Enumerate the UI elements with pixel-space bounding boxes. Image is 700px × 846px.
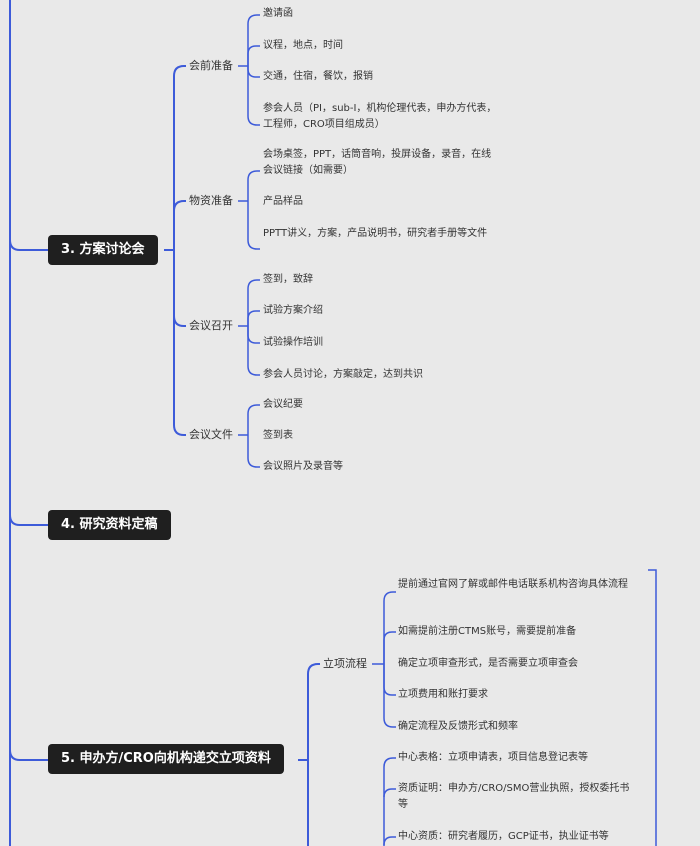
leaf-item[interactable]: 会议照片及录音等: [263, 461, 343, 472]
leaf-item[interactable]: 试验操作培训: [263, 337, 323, 348]
link-b1-bot: [247, 66, 260, 126]
branch-label-materials-prep[interactable]: 物资准备: [189, 194, 233, 207]
link-b1-l2: [247, 45, 260, 66]
link-3-branch-3: [173, 250, 186, 327]
main-node-3[interactable]: 3. 方案讨论会: [48, 235, 158, 265]
link-m-spine: [308, 757, 320, 770]
summary-bracket: [648, 569, 657, 846]
link-5-branch: [307, 663, 320, 760]
leaf-item[interactable]: 签到表: [263, 430, 293, 441]
link-3-branch-1: [173, 65, 186, 250]
leaf-item[interactable]: PPTT讲义，方案，产品说明书，研究者手册等文件: [263, 228, 488, 239]
leaf-item[interactable]: 确定立项审查形式，是否需要立项审查会: [398, 658, 578, 669]
link-3-branch-2: [173, 200, 186, 250]
leaf-item[interactable]: 参会人员讨论，方案敲定，达到共识: [263, 369, 423, 380]
leaf-item[interactable]: 资质证明：申办方/CRO/SMO营业执照，授权委托书等: [398, 783, 630, 810]
main-node-4[interactable]: 4. 研究资料定稿: [48, 510, 171, 540]
link-main-3: [9, 239, 48, 251]
link-b5-bot: [383, 664, 396, 728]
link-m-2: [383, 788, 396, 798]
leaf-item[interactable]: 确定流程及反馈形式和频率: [398, 721, 518, 732]
link-b2-bot: [247, 201, 260, 250]
link-b1-l3: [247, 66, 260, 78]
leaf-item[interactable]: 参会人员（PI，sub-I，机构伦理代表，申办方代表，工程师，CRO项目组成员）: [263, 103, 497, 130]
branch-label-initiation-process[interactable]: 立项流程: [323, 657, 367, 670]
link-m-vert: [383, 757, 396, 846]
leaf-item[interactable]: 产品样品: [263, 196, 303, 207]
link-b5-l2: [383, 631, 396, 664]
leaf-item[interactable]: 试验方案介绍: [263, 305, 323, 316]
link-b3-bot: [247, 326, 260, 376]
link-main-5: [9, 749, 48, 761]
leaf-item[interactable]: 中心表格：立项申请表，项目信息登记表等: [398, 752, 588, 763]
link-main-4: [9, 514, 48, 526]
link-3-branch-4: [173, 250, 186, 436]
leaf-item[interactable]: 签到，致辞: [263, 274, 313, 285]
leaf-item[interactable]: 会场桌签，PPT，话筒音响，投屏设备，录音，在线会议链接（如需要）: [263, 149, 492, 176]
link-b3-top: [247, 279, 260, 326]
branch-label-pre-meeting[interactable]: 会前准备: [189, 59, 233, 72]
link-b3-l3: [247, 326, 260, 344]
link-b4-top: [247, 404, 260, 435]
link-b3-l2: [247, 310, 260, 326]
leaf-item[interactable]: 会议纪要: [263, 399, 303, 410]
leaf-item[interactable]: 提前通过官网了解或邮件电话联系机构咨询具体流程: [398, 579, 628, 590]
main-node-5[interactable]: 5. 申办方/CRO向机构递交立项资料: [48, 744, 284, 774]
link-b1-top: [247, 14, 260, 66]
leaf-item[interactable]: 立项费用和账打要求: [398, 689, 488, 700]
leaf-item[interactable]: 议程，地点，时间: [263, 40, 343, 51]
link-b2-top: [247, 170, 260, 201]
leaf-item[interactable]: 交通，住宿，餐饮，报销: [263, 71, 373, 82]
leaf-item[interactable]: 如需提前注册CTMS账号，需要提前准备: [398, 626, 577, 637]
link-m-3: [383, 836, 396, 846]
branch-label-meeting[interactable]: 会议召开: [189, 319, 233, 332]
link-b4-bot: [247, 435, 260, 468]
leaf-item[interactable]: 中心资质：研究者履历，GCP证书，执业证书等: [398, 831, 609, 842]
branch-label-meeting-docs[interactable]: 会议文件: [189, 428, 233, 441]
link-b5-l4: [383, 664, 396, 696]
link-b5-top: [383, 591, 396, 664]
leaf-item[interactable]: 邀请函: [263, 8, 293, 19]
